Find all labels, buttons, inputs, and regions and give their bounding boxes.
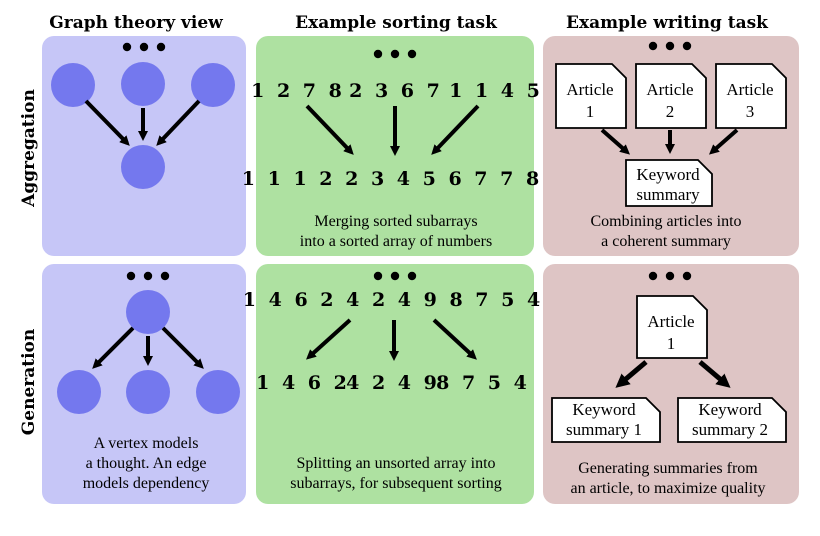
sort-caption-line: subarrays, for subsequent sorting bbox=[290, 475, 502, 492]
sort-arrow bbox=[432, 318, 477, 360]
writing-arrow bbox=[615, 360, 648, 388]
sort-caption-line: Merging sorted subarrays bbox=[314, 213, 477, 230]
writing-caption-line: an article, to maximize quality bbox=[570, 480, 765, 497]
svg-text:1: 1 bbox=[667, 334, 676, 353]
svg-text:summary: summary bbox=[636, 185, 700, 204]
graph-caption-line: A vertex models bbox=[94, 435, 199, 452]
article-document: Article 2 bbox=[635, 63, 707, 129]
svg-text:Keyword: Keyword bbox=[636, 165, 700, 184]
writing-arrow bbox=[600, 128, 631, 155]
writing-caption-line: a coherent summary bbox=[601, 233, 731, 250]
svg-text:Article: Article bbox=[566, 80, 613, 99]
svg-text:1: 1 bbox=[586, 102, 595, 121]
ellipsis-icon bbox=[122, 42, 166, 52]
row-header-aggregation: Aggregation bbox=[19, 89, 39, 208]
ellipsis-icon bbox=[373, 49, 417, 59]
vertex bbox=[51, 63, 95, 107]
column-header-writing: Example writing task bbox=[566, 13, 769, 33]
sort-arrow bbox=[305, 104, 354, 155]
vertex bbox=[126, 290, 170, 334]
svg-text:summary 2: summary 2 bbox=[692, 420, 768, 439]
sort-input-subarray: 1 1 4 5 bbox=[449, 80, 543, 102]
vertex bbox=[57, 370, 101, 414]
sort-arrow bbox=[306, 318, 352, 360]
sort-input-subarray: 2 3 6 7 bbox=[349, 80, 443, 102]
svg-text:Article: Article bbox=[646, 80, 693, 99]
sort-caption-line: into a sorted array of numbers bbox=[300, 233, 492, 250]
panel-sort-generation bbox=[256, 264, 534, 504]
writing-caption-line: Combining articles into bbox=[590, 213, 741, 230]
graph-caption-line: models dependency bbox=[83, 475, 210, 492]
svg-text:2: 2 bbox=[666, 102, 675, 121]
column-header-graph: Graph theory view bbox=[49, 13, 223, 33]
ellipsis-icon bbox=[648, 41, 692, 51]
svg-text:Article: Article bbox=[726, 80, 773, 99]
sort-output-array: 1 1 1 2 2 3 4 5 6 7 7 8 bbox=[242, 168, 542, 190]
sort-output-subarray: 4 2 4 9 bbox=[346, 372, 440, 394]
sort-caption-line: Splitting an unsorted array into bbox=[296, 455, 495, 472]
sort-input-array: 1 4 6 2 4 2 4 9 8 7 5 4 bbox=[243, 289, 543, 311]
keyword-summary-document: Keyword summary 2 bbox=[677, 397, 787, 443]
column-header-sorting: Example sorting task bbox=[295, 13, 498, 33]
keyword-summary-document: Keyword summary bbox=[625, 159, 713, 207]
ellipsis-icon bbox=[648, 271, 692, 281]
article-document: Article 3 bbox=[715, 63, 787, 129]
edge-arrow bbox=[84, 99, 130, 146]
ellipsis-icon bbox=[373, 271, 417, 281]
svg-text:3: 3 bbox=[746, 102, 755, 121]
ellipsis-icon bbox=[126, 271, 170, 281]
sort-arrow bbox=[431, 104, 480, 155]
article-document: Article 1 bbox=[555, 63, 627, 129]
sort-output-subarray: 1 4 6 2 bbox=[256, 372, 350, 394]
writing-caption-line: Generating summaries from bbox=[578, 460, 758, 477]
article-document: Article 1 bbox=[636, 295, 708, 359]
edge-arrow bbox=[161, 326, 204, 369]
edge-arrow bbox=[156, 99, 201, 146]
svg-text:Keyword: Keyword bbox=[572, 400, 636, 419]
svg-text:summary 1: summary 1 bbox=[566, 420, 642, 439]
writing-arrow bbox=[708, 128, 739, 155]
svg-text:Article: Article bbox=[647, 312, 694, 331]
sort-input-subarray: 1 2 7 8 bbox=[251, 80, 345, 102]
vertex bbox=[121, 62, 165, 106]
vertex bbox=[196, 370, 240, 414]
panel-write-generation bbox=[543, 264, 799, 504]
svg-text:Keyword: Keyword bbox=[698, 400, 762, 419]
writing-arrow bbox=[698, 360, 731, 388]
vertex bbox=[126, 370, 170, 414]
sort-output-subarray: 8 7 5 4 bbox=[436, 372, 530, 394]
edge-arrow bbox=[92, 326, 135, 369]
graph-caption-line: a thought. An edge bbox=[86, 455, 207, 472]
vertex bbox=[191, 63, 235, 107]
vertex bbox=[121, 145, 165, 189]
row-header-generation: Generation bbox=[19, 329, 39, 436]
keyword-summary-document: Keyword summary 1 bbox=[551, 397, 661, 443]
